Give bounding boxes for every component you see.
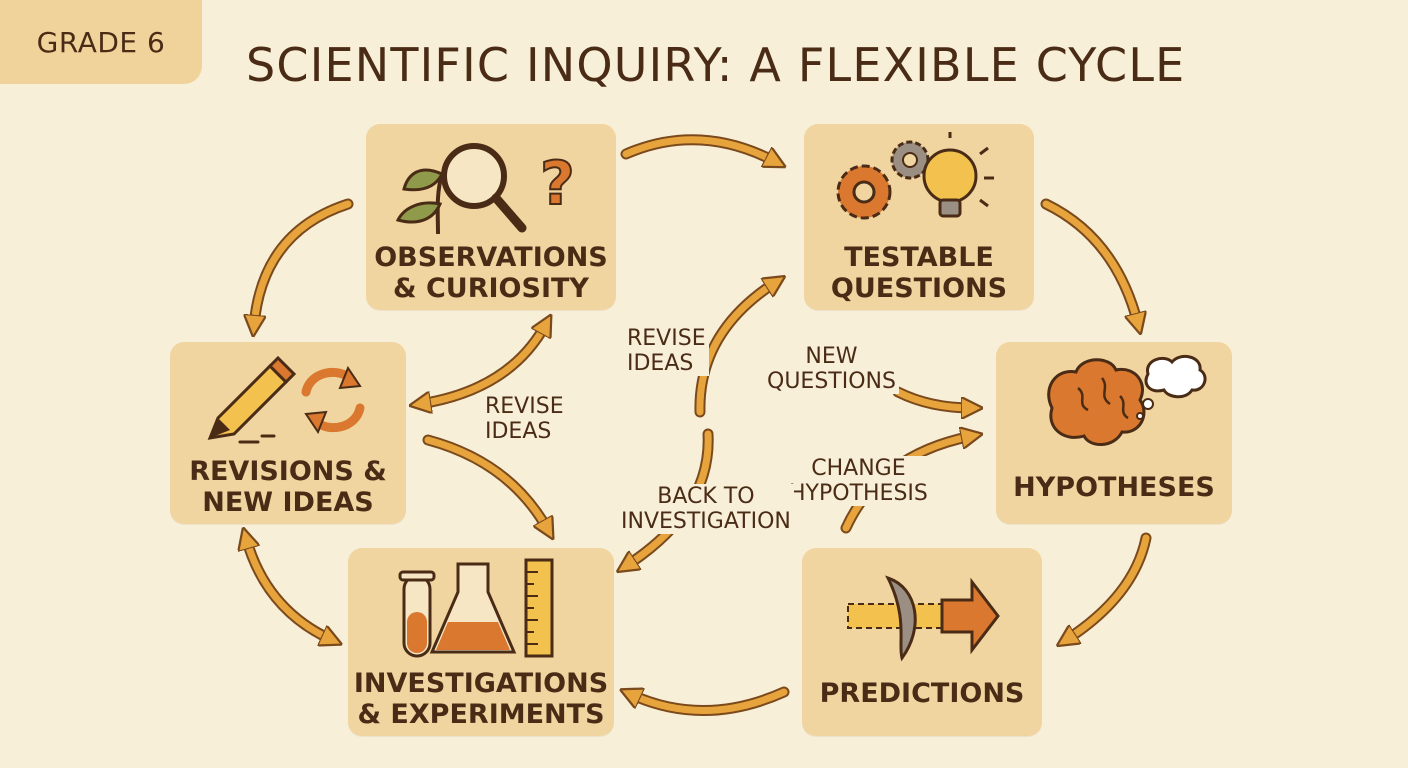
arrow-hypotheses-to-predictions	[1066, 534, 1150, 640]
thought-bubble-icon	[1136, 354, 1207, 420]
flow-label-revise-ideas-left: REVISE IDEAS	[482, 394, 567, 444]
pencil-icon	[207, 355, 297, 444]
stage-observations-label: OBSERVATIONS & CURIOSITY	[374, 242, 608, 304]
arrow-observations-to-questions	[622, 136, 776, 162]
arrow-questions-to-hypotheses	[1042, 200, 1138, 324]
test-tube-icon	[398, 570, 436, 658]
arrow-revisions-to-investigations	[424, 436, 548, 530]
flow-label-back-to-investigation: BACK TO INVESTIGATION	[618, 484, 794, 534]
brain-icon	[1047, 358, 1146, 446]
grade-badge: GRADE 6	[0, 0, 202, 84]
arrow-observations-to-questions-outline	[620, 134, 782, 168]
ruler-icon	[524, 558, 554, 658]
arrow-new-questions-to-hypotheses	[894, 388, 972, 408]
flow-label-revise-ideas-center: REVISE IDEAS	[624, 326, 709, 376]
arrow-revisions-to-observations	[254, 200, 352, 326]
arrow-observations-revisions-loop-outline	[414, 318, 552, 410]
arrow-hypotheses-to-predictions-outline	[1060, 532, 1152, 646]
stage-predictions-label: PREDICTIONS	[819, 678, 1025, 709]
stage-revisions-label: REVISIONS & NEW IDEAS	[189, 456, 387, 518]
stage-hypotheses-card: HYPOTHESES	[996, 342, 1232, 524]
arrow-investigations-revisions-loop-outline	[240, 532, 338, 646]
stage-investigations-card: INVESTIGATIONS & EXPERIMENTS	[348, 548, 614, 736]
svg-text:?: ?	[540, 149, 575, 219]
lightbulb-icon	[922, 132, 994, 218]
flow-label-new-questions: NEW QUESTIONS	[764, 344, 899, 394]
arrow-predictions-to-investigations	[630, 692, 788, 714]
arrow-questions-to-hypotheses-outline	[1040, 198, 1144, 330]
stage-investigations-label: INVESTIGATIONS & EXPERIMENTS	[353, 668, 609, 730]
cycle-arrows-icon	[301, 365, 365, 435]
stage-questions-label: TESTABLE QUESTIONS	[830, 242, 1008, 304]
arrow-new-questions-to-hypotheses-outline	[892, 386, 978, 414]
question-mark-icon: ?	[539, 148, 576, 220]
arrow-observations-revisions-loop	[420, 324, 546, 404]
stage-hypotheses-label: HYPOTHESES	[1013, 472, 1215, 503]
arrow-revisions-to-investigations-outline	[422, 434, 554, 536]
stage-observations-card: ? OBSERVATIONS & CURIOSITY	[366, 124, 616, 310]
arrow-target-icon	[847, 575, 1000, 662]
stage-predictions-card: PREDICTIONS	[802, 548, 1042, 736]
arrow-revisions-to-observations-outline	[248, 198, 354, 332]
stage-revisions-card: REVISIONS & NEW IDEAS	[170, 342, 406, 524]
stage-questions-card: TESTABLE QUESTIONS	[804, 124, 1034, 310]
arrow-predictions-to-investigations-outline	[624, 686, 790, 716]
magnifier-icon	[441, 143, 527, 233]
flow-label-change-hypothesis: CHANGE HYPOTHESIS	[786, 456, 931, 506]
arrow-investigations-revisions-loop	[246, 538, 332, 640]
page-title: SCIENTIFIC INQUIRY: A FLEXIBLE CYCLE	[246, 38, 1186, 92]
gears-icon	[836, 140, 930, 220]
flask-icon	[429, 562, 517, 654]
